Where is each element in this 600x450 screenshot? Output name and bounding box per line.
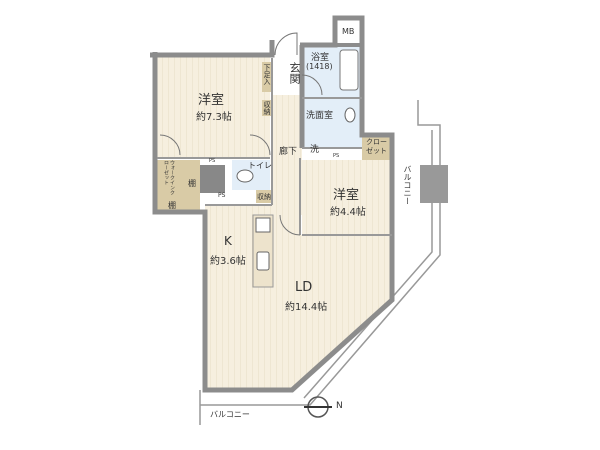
storage1-label: 収納 — [263, 101, 271, 115]
interior-walls — [157, 58, 392, 236]
kitchen-size: 約3.6帖 — [210, 256, 246, 267]
bedroom1-floor — [157, 57, 270, 157]
entrance-floor — [272, 58, 302, 95]
toilet-icon — [236, 169, 254, 183]
bath-size: (1418) — [306, 62, 333, 71]
bath-name: 浴室 — [311, 53, 330, 63]
closet-label: クローゼット — [366, 138, 387, 155]
ps2-label: PS — [218, 192, 226, 199]
washbasin-icon — [344, 107, 356, 123]
balcony-bottom-label: バルコニー — [210, 410, 250, 419]
bedroom2-size: 約4.4帖 — [330, 207, 366, 218]
bedroom2-name: 洋室 — [333, 188, 360, 203]
closet — [362, 135, 392, 160]
bathtub-icon — [339, 49, 359, 91]
washroom-label: 洗面室 — [306, 111, 334, 121]
walkin-closet — [157, 160, 200, 210]
bedroom2-floor — [302, 160, 392, 235]
living-name: LD — [295, 280, 313, 295]
storage1 — [262, 100, 272, 116]
storage2 — [256, 190, 272, 203]
hallway-label: 廊下 — [279, 147, 298, 157]
walkin-closet-label: ウォークインクローゼット — [163, 160, 175, 195]
kitchen-name: K — [224, 234, 232, 248]
hallway-floor — [272, 95, 302, 215]
ldk-floor — [205, 205, 392, 390]
walls — [150, 15, 395, 393]
stove-icon — [255, 217, 271, 233]
compass-icon — [304, 396, 332, 418]
ps-block — [200, 165, 225, 193]
mb-label: MB — [342, 27, 355, 36]
ps1-label: PS — [209, 158, 216, 164]
shelf1-label: 棚 — [188, 179, 196, 188]
entrance-label: 玄関 — [288, 62, 301, 84]
storage2-label: 収納 — [257, 193, 271, 201]
doors — [159, 32, 323, 236]
living-size: 約14.4帖 — [285, 302, 328, 313]
shoe-storage — [262, 62, 272, 92]
shelf2-label: 棚 — [168, 201, 176, 210]
washroom-floor — [302, 98, 362, 148]
bedroom1-size: 約7.3帖 — [196, 112, 232, 123]
washer-label: 洗 — [310, 145, 320, 155]
ps3-label: PS — [333, 153, 340, 159]
balcony-right-label: バルコニー — [403, 165, 412, 205]
compass-north-label: N — [336, 401, 343, 411]
shoe-storage-label: 下足入 — [263, 64, 271, 85]
bedroom1-name: 洋室 — [198, 93, 225, 108]
column — [420, 165, 448, 203]
toilet-label: トイレ — [248, 161, 272, 170]
sink-icon — [256, 251, 270, 271]
